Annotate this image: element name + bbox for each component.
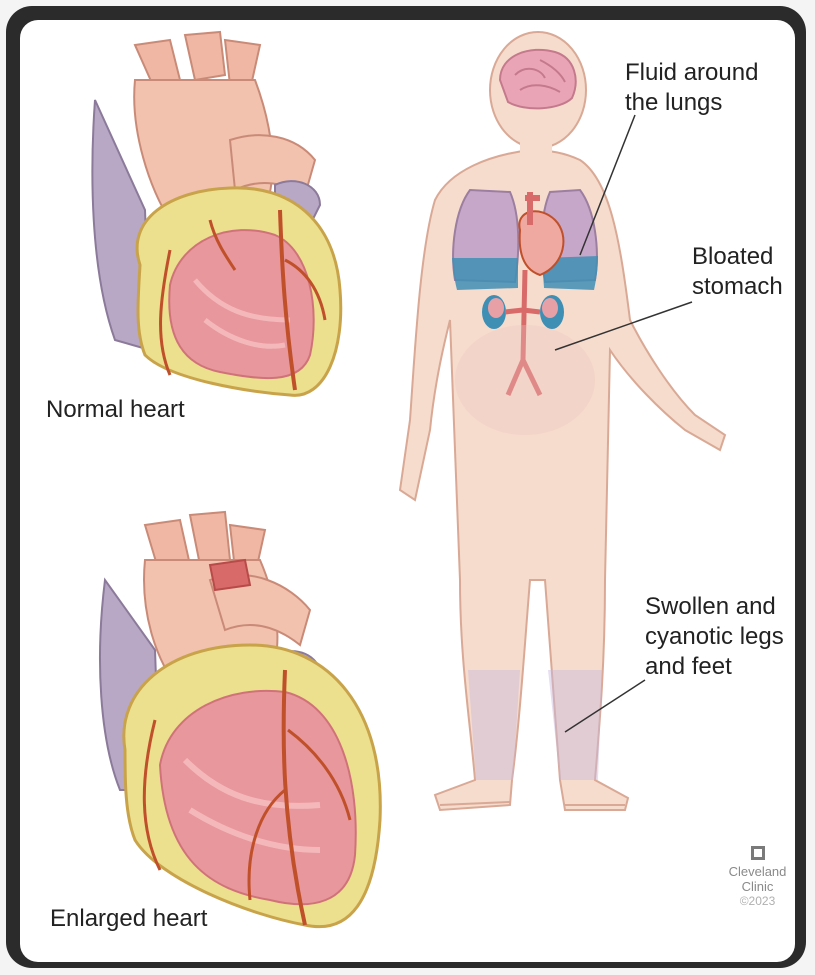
swollen-label-line-1: Swollen and xyxy=(645,592,784,622)
cleveland-clinic-logo: Cleveland Clinic ©2023 xyxy=(720,846,795,909)
normal-heart-illustration xyxy=(92,32,340,395)
clinic-logo-icon xyxy=(751,846,765,860)
illustration-panel: Normal heart Enlarged heart Fluid around… xyxy=(20,20,795,962)
fluid-around-lungs-label: Fluid around the lungs xyxy=(625,58,758,118)
bloated-stomach-label: Bloated stomach xyxy=(692,242,783,302)
swollen-legs-label: Swollen and cyanotic legs and feet xyxy=(645,592,784,682)
swollen-label-line-2: cyanotic legs xyxy=(645,622,784,652)
copyright-text: ©2023 xyxy=(720,894,795,909)
logo-line-2: Clinic xyxy=(720,879,795,894)
human-figure-illustration xyxy=(400,32,725,810)
enlarged-heart-label: Enlarged heart xyxy=(50,904,207,934)
bloated-label-line-2: stomach xyxy=(692,272,783,302)
enlarged-heart-illustration xyxy=(100,512,380,927)
bloated-label-line-1: Bloated xyxy=(692,242,783,272)
illustration-art xyxy=(20,20,795,962)
logo-line-1: Cleveland xyxy=(720,864,795,879)
fluid-label-line-2: the lungs xyxy=(625,88,758,118)
normal-heart-label: Normal heart xyxy=(46,395,185,425)
swollen-label-line-3: and feet xyxy=(645,652,784,682)
fluid-label-line-1: Fluid around xyxy=(625,58,758,88)
